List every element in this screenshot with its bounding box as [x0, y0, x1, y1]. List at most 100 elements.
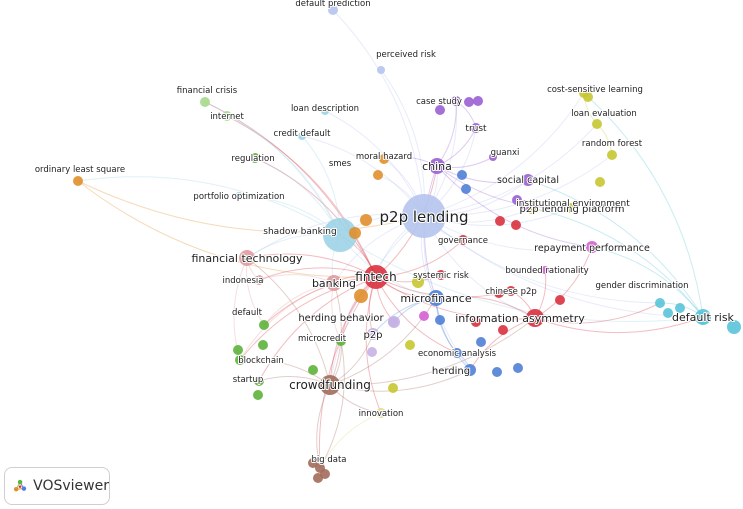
label-shadow-banking[interactable]: shadow banking	[262, 226, 337, 238]
label-crowdfunding[interactable]: crowdfunding	[288, 377, 372, 393]
node-trust[interactable]	[471, 123, 481, 133]
node-innovation[interactable]	[376, 408, 386, 418]
label-big-data[interactable]: big data	[310, 454, 347, 466]
label-moral-hazard[interactable]: moral hazard	[355, 151, 413, 163]
node-guanxi[interactable]	[489, 153, 497, 161]
node-u-magenta-1[interactable]	[419, 311, 429, 321]
label-governance[interactable]: governance	[437, 235, 489, 247]
label-startup[interactable]: startup	[232, 374, 265, 386]
label-information-asymmetry[interactable]: information asymmetry	[454, 311, 586, 326]
node-gender-discrimination[interactable]	[655, 298, 665, 308]
label-guanxi[interactable]: guanxi	[490, 147, 521, 159]
node-u-green-3[interactable]	[258, 340, 268, 350]
node-u-red-2[interactable]	[511, 220, 521, 230]
node-u-purple-3[interactable]	[473, 96, 483, 106]
label-bounded-rationality[interactable]: bounded rationality	[504, 265, 589, 277]
label-financial-crisis[interactable]: financial crisis	[176, 85, 239, 97]
label-perceived-risk[interactable]: perceived risk	[375, 49, 437, 61]
label-portfolio-optimization[interactable]: portfolio optimization	[192, 191, 285, 203]
node-chinese-p2p[interactable]	[506, 286, 516, 296]
label-default[interactable]: default	[231, 307, 264, 319]
label-loan-evaluation[interactable]: loan evaluation	[570, 108, 638, 120]
node-u-orange-2[interactable]	[360, 214, 372, 226]
node-u-purple-1[interactable]	[435, 105, 445, 115]
node-economic-analysis[interactable]	[452, 348, 462, 358]
node-p2p-lending[interactable]	[402, 194, 446, 238]
node-u-brown-3[interactable]	[313, 473, 323, 483]
node-p2p[interactable]	[367, 328, 379, 340]
node-u-blue-5[interactable]	[513, 363, 523, 373]
node-u-blue-4[interactable]	[492, 367, 502, 377]
label-gender-discrimination[interactable]: gender discrimination	[594, 280, 689, 292]
node-crowdfunding[interactable]	[320, 375, 340, 395]
node-u-green-1[interactable]	[233, 345, 243, 355]
label-microcredit[interactable]: microcredit	[297, 333, 348, 345]
label-ordinary-least-square[interactable]: ordinary least square	[34, 164, 126, 176]
label-institutional-environment[interactable]: institutional environment	[515, 198, 631, 210]
label-herding-behavior[interactable]: herding behavior	[297, 312, 385, 325]
node-random-forest[interactable]	[607, 150, 617, 160]
label-internet[interactable]: internet	[209, 111, 245, 123]
label-p2p[interactable]: p2p	[362, 329, 383, 342]
node-startup[interactable]	[254, 376, 264, 386]
node-u-purple-2[interactable]	[464, 97, 474, 107]
node-u-blue-3[interactable]	[435, 315, 445, 325]
node-herding[interactable]	[464, 364, 476, 376]
node-loan-evaluation[interactable]	[592, 119, 602, 129]
node-u-yellow-4[interactable]	[595, 177, 605, 187]
node-u-yellow-3[interactable]	[388, 383, 398, 393]
label-china[interactable]: china	[421, 159, 453, 174]
node-u-cyan-2[interactable]	[675, 303, 685, 313]
node-default-prediction[interactable]	[328, 5, 338, 15]
node-portfolio-optimization[interactable]	[235, 192, 243, 200]
node-banking[interactable]	[326, 275, 342, 291]
label-microfinance[interactable]: microfinance	[399, 291, 472, 306]
node-u-yellow-1[interactable]	[412, 276, 424, 288]
node-u-red-6[interactable]	[555, 295, 565, 305]
node-u-red-4[interactable]	[498, 325, 508, 335]
node-microfinance[interactable]	[428, 290, 444, 306]
label-loan-description[interactable]: loan description	[290, 103, 360, 115]
node-institutional-environment[interactable]	[565, 203, 575, 213]
node-u-brown-1[interactable]	[308, 458, 318, 468]
node-u-cyan-3[interactable]	[663, 308, 673, 318]
node-u-red-5[interactable]	[471, 317, 481, 327]
node-smes[interactable]	[373, 170, 383, 180]
label-social-capital[interactable]: social capital	[496, 174, 560, 187]
node-financial-technology[interactable]	[239, 250, 255, 266]
label-trust[interactable]: trust	[464, 123, 488, 135]
label-default-risk[interactable]: default risk	[671, 310, 736, 325]
label-chinese-p2p[interactable]: chinese p2p	[484, 286, 538, 298]
node-u-blue-1[interactable]	[457, 170, 467, 180]
label-default-prediction[interactable]: default prediction	[294, 0, 371, 10]
node-microcredit[interactable]	[336, 336, 346, 346]
node-u-green-4[interactable]	[308, 365, 318, 375]
node-financial-crisis[interactable]	[200, 97, 210, 107]
label-financial-technology[interactable]: financial technology	[190, 251, 304, 266]
node-systemic-risk[interactable]	[436, 270, 446, 280]
node-u-cyan-4[interactable]	[697, 312, 709, 324]
vosviewer-badge[interactable]: VOSviewer	[4, 467, 110, 505]
node-fintech[interactable]	[364, 265, 388, 289]
node-case-study[interactable]	[451, 96, 461, 106]
node-u-purple-4[interactable]	[520, 200, 530, 210]
node-bounded-rationality[interactable]	[541, 266, 549, 274]
node-internet[interactable]	[222, 111, 232, 121]
node-blockchain[interactable]	[235, 355, 245, 365]
node-china[interactable]	[429, 158, 445, 174]
label-systemic-risk[interactable]: systemic risk	[412, 270, 470, 282]
node-u-orange-1[interactable]	[354, 289, 368, 303]
node-ordinary-least-square[interactable]	[73, 176, 83, 186]
label-fintech[interactable]: fintech	[354, 269, 397, 285]
label-credit-default[interactable]: credit default	[273, 128, 333, 140]
label-blockchain[interactable]: blockchain	[237, 355, 285, 367]
node-perceived-risk[interactable]	[377, 66, 385, 74]
node-loan-description[interactable]	[321, 107, 329, 115]
label-p2p-lending[interactable]: p2p lending	[379, 207, 470, 227]
label-banking[interactable]: banking	[311, 276, 357, 291]
node-u-purple-5[interactable]	[512, 195, 522, 205]
node-u-blue-2[interactable]	[461, 184, 471, 194]
node-regulation[interactable]	[250, 153, 260, 163]
label-cost-sensitive-learning[interactable]: cost-sensitive learning	[546, 84, 644, 96]
node-u-yellow-2[interactable]	[405, 340, 415, 350]
